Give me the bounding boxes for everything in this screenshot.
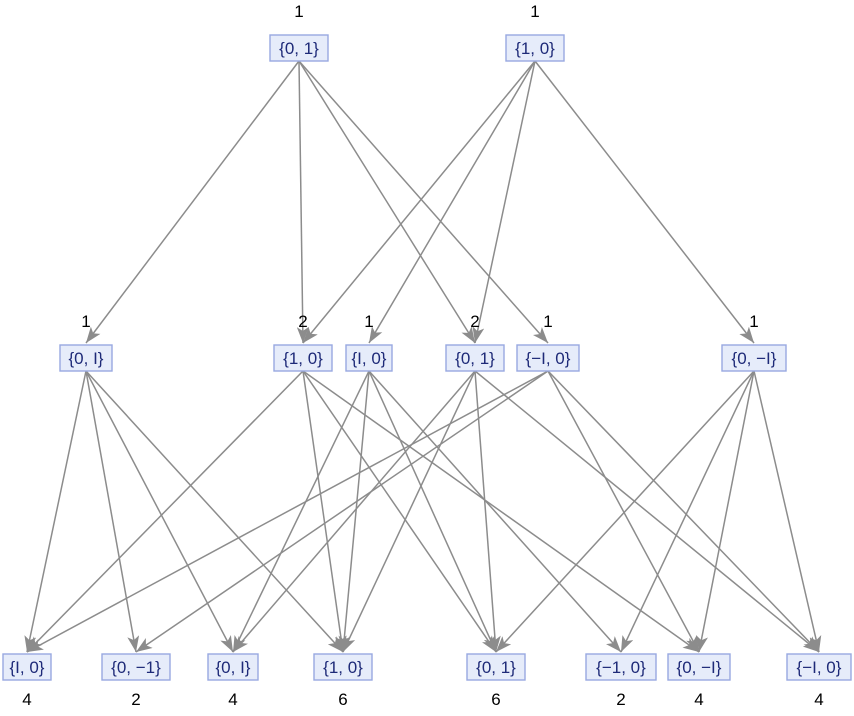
node-box (273, 344, 333, 372)
edge-a2-b2 (302, 60, 536, 344)
edge-b1-c3 (85, 370, 234, 653)
edge-b6-c7 (696, 370, 755, 653)
node-c7[interactable]: {0, −I} 4 (667, 653, 731, 709)
edge-b2-c7 (302, 370, 700, 653)
node-count: 2 (298, 312, 307, 331)
node-box (667, 653, 731, 681)
node-label: {I, 0} (352, 349, 387, 368)
edge-b4-c3 (232, 370, 476, 653)
node-box (516, 344, 580, 372)
node-label: {1, 0} (283, 349, 323, 368)
node-box (466, 653, 526, 681)
node-box (101, 653, 171, 681)
node-label: {0, 1} (455, 349, 495, 368)
node-count: 2 (131, 690, 140, 709)
edge-b5-c1 (26, 370, 549, 653)
edge-a1-b1 (85, 60, 300, 344)
node-count: 6 (338, 690, 347, 709)
node-count: 4 (22, 690, 31, 709)
edge-b2-c5 (302, 370, 497, 653)
node-count: 1 (81, 312, 90, 331)
node-count: 4 (814, 690, 823, 709)
edge-b6-c6 (620, 370, 755, 653)
edge-b6-c5 (495, 370, 755, 653)
node-b2[interactable]: {1, 0} 2 (273, 312, 333, 372)
edge-a2-b4 (472, 60, 536, 344)
node-box (345, 344, 393, 372)
edge-b1-c2 (85, 370, 140, 653)
node-a1[interactable]: {0, 1} 1 (269, 2, 329, 62)
edge-b1-c1 (24, 370, 87, 653)
node-box (786, 653, 852, 681)
node-b4[interactable]: {0, 1} 2 (445, 312, 505, 372)
edge-b4-c8 (474, 370, 820, 653)
node-c4[interactable]: {1, 0} 6 (313, 653, 373, 709)
edge-b3-c4 (338, 370, 370, 653)
edge-a1-b5 (298, 60, 549, 344)
node-label: {−1, 0} (596, 658, 646, 677)
node-label: {1, 0} (323, 658, 363, 677)
node-label: {−I, 0} (797, 658, 842, 677)
node-b3[interactable]: {I, 0} 1 (345, 312, 393, 372)
edges-layer (24, 60, 822, 653)
node-b1[interactable]: {0, I} 1 (59, 312, 113, 372)
node-a2[interactable]: {1, 0} 1 (505, 2, 565, 62)
node-label: {−I, 0} (526, 349, 571, 368)
node-box (313, 653, 373, 681)
node-c2[interactable]: {0, −1} 2 (101, 653, 171, 709)
edge-b1-c4 (85, 370, 344, 653)
edge-a2-b3 (368, 60, 536, 344)
node-count: 2 (616, 690, 625, 709)
node-count: 1 (749, 312, 758, 331)
node-b5[interactable]: {−I, 0} 1 (516, 312, 580, 372)
edge-b5-c8 (547, 370, 820, 653)
node-count: 4 (694, 690, 703, 709)
node-count: 1 (543, 312, 552, 331)
node-c8[interactable]: {−I, 0} 4 (786, 653, 852, 709)
node-label: {I, 0} (10, 658, 45, 677)
edge-b3-c3 (232, 370, 370, 653)
node-c1[interactable]: {I, 0} 4 (2, 653, 52, 709)
node-label: {0, −1} (111, 658, 161, 677)
node-label: {1, 0} (515, 39, 555, 58)
node-box (721, 344, 787, 372)
node-box (207, 653, 259, 681)
node-box (585, 653, 657, 681)
node-b6[interactable]: {0, −I} 1 (721, 312, 787, 372)
node-count: 1 (364, 312, 373, 331)
node-count: 4 (228, 690, 237, 709)
node-box (59, 344, 113, 372)
edge-b3-c6 (368, 370, 622, 653)
edge-a1-b4 (298, 60, 476, 344)
node-label: {0, −I} (732, 349, 777, 368)
edge-b3-c5 (368, 370, 497, 653)
node-c5[interactable]: {0, 1} 6 (466, 653, 526, 709)
node-count: 6 (491, 690, 500, 709)
edge-b2-c1 (26, 370, 304, 653)
edge-b2-c4 (302, 370, 347, 653)
edge-b5-c2 (135, 370, 549, 653)
node-box (2, 653, 52, 681)
edge-b4-c4 (342, 370, 476, 653)
node-label: {0, −I} (677, 658, 722, 677)
edge-a2-b6 (534, 60, 755, 344)
node-c3[interactable]: {0, I} 4 (207, 653, 259, 709)
node-count: 2 (470, 312, 479, 331)
node-label: {0, I} (216, 658, 251, 677)
node-box (445, 344, 505, 372)
edge-b6-c8 (753, 370, 822, 653)
edge-a1-b2 (296, 60, 309, 344)
node-label: {0, I} (69, 349, 104, 368)
node-count: 1 (530, 2, 539, 21)
node-box (269, 34, 329, 62)
node-box (505, 34, 565, 62)
edge-b5-c7 (547, 370, 700, 653)
node-label: {0, 1} (476, 658, 516, 677)
node-label: {0, 1} (279, 39, 319, 58)
node-count: 1 (294, 2, 303, 21)
node-c6[interactable]: {−1, 0} 2 (585, 653, 657, 709)
